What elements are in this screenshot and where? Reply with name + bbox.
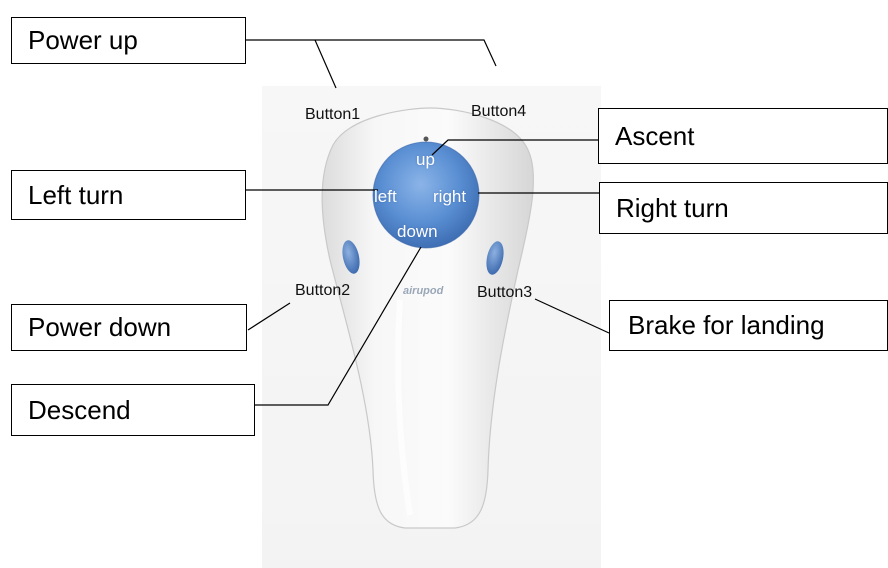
dpad-left-label: left [374,187,397,206]
side-button-right [486,241,504,275]
remote-body [321,107,535,529]
callout-brake: Brake for landing [609,300,888,351]
callout-power-down: Power down [11,304,247,351]
label-button2: Button2 [295,282,351,299]
dpad-up-label: up [416,150,435,169]
dpad-right-label: right [433,187,467,206]
dpad-disc [373,142,479,248]
side-button-left [342,240,360,274]
callout-descend: Descend [11,384,255,436]
remote-highlight [395,299,413,516]
leader-lines [245,39,610,406]
callout-ascent: Ascent [598,108,888,164]
leader-power-up-button1 [314,39,337,89]
dpad-down-label: down [397,222,438,241]
dpad-ring [372,141,480,249]
callout-power-up: Power up [11,17,246,64]
callout-left-turn: Left turn [11,170,246,220]
leader-descend [255,246,422,406]
brand-logo: airupod [403,285,444,297]
indicator-dot [423,136,429,142]
leader-ascent [431,139,598,156]
leader-brake [534,298,610,334]
label-button4: Button4 [471,103,527,120]
leader-power-down [247,302,291,331]
callout-right-turn: Right turn [599,182,888,234]
label-button1: Button1 [305,106,361,123]
label-button3: Button3 [477,284,533,301]
leader-power-up [245,39,497,67]
